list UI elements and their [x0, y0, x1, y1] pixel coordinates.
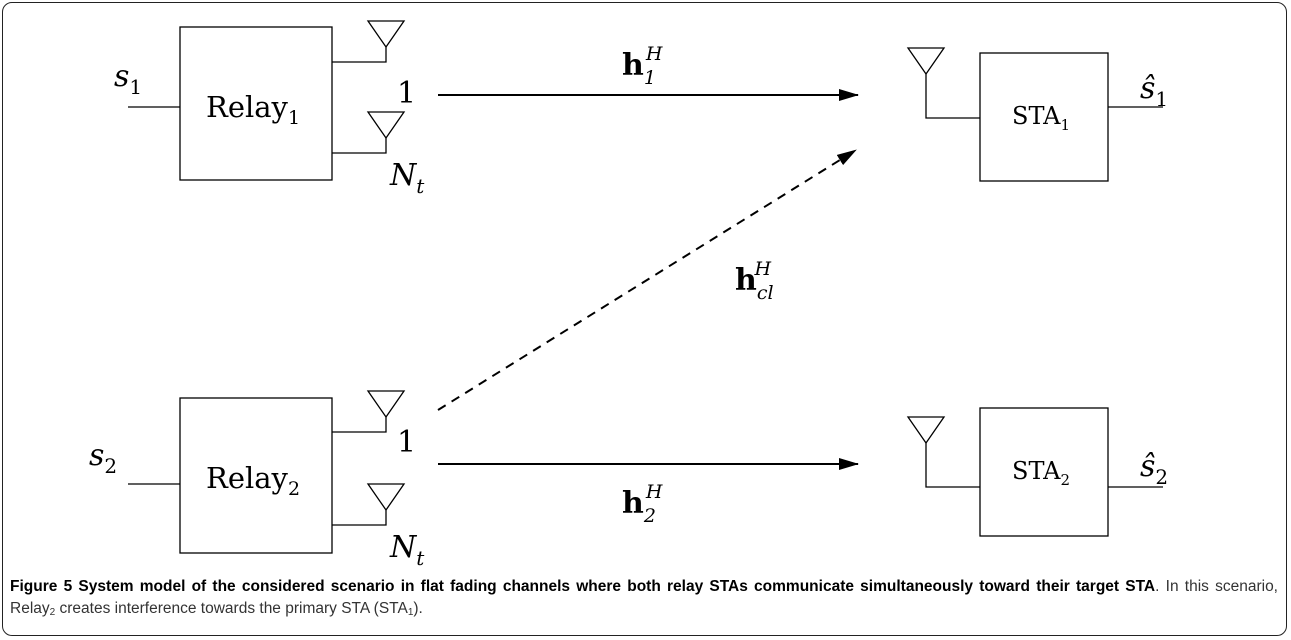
antenna-icon: [332, 111, 406, 154]
interference-arrow: [437, 149, 857, 411]
figure-caption: Figure 5 System model of the considered …: [10, 576, 1278, 624]
input-symbol-2: s2: [89, 438, 117, 478]
relay-1-label: Relay1: [206, 90, 300, 129]
caption-sub-2: 1: [407, 607, 414, 618]
figure-title: System model of the considered scenario …: [78, 578, 1156, 595]
antenna-icon: [906, 47, 980, 119]
antenna-label-1: 1: [397, 76, 416, 111]
caption-sub-1: 2: [49, 607, 56, 618]
caption-text-before: . In this scenario, Relay: [10, 578, 1278, 617]
caption-text-middle: creates interference towards the primary…: [55, 600, 408, 617]
sta-2-label: STA2: [1012, 457, 1070, 489]
antenna-icon: [906, 416, 980, 488]
system-model-diagram: s1 Relay1 1 Nt h1H STA1: [89, 20, 1168, 570]
antenna-icon: [332, 20, 406, 63]
input-symbol-1: s1: [114, 59, 142, 99]
relay-2-chain: s2 Relay2 1 Nt h2H STA2: [89, 390, 1168, 570]
figure-label: Figure 5: [10, 578, 73, 595]
interference-channel-label: hclH: [735, 258, 774, 304]
antenna-label-nt: Nt: [389, 158, 425, 198]
output-symbol-2: ŝ2: [1140, 449, 1168, 489]
channel-label-2: h2H: [622, 481, 663, 527]
caption-text-after: ).: [413, 600, 423, 617]
relay-1-chain: s1 Relay1 1 Nt h1H STA1: [114, 20, 1168, 198]
antenna-icon: [332, 390, 406, 433]
antenna-icon: [332, 483, 406, 526]
channel-label-1: h1H: [622, 43, 663, 89]
antenna-label-nt: Nt: [389, 530, 425, 570]
sta-1-label: STA1: [1012, 102, 1070, 134]
antenna-label-1: 1: [397, 425, 416, 460]
sta-2-box: [979, 407, 1109, 537]
relay-2-box: [179, 397, 333, 554]
output-symbol-1: ŝ1: [1140, 71, 1168, 111]
sta-1-box: [979, 52, 1109, 182]
relay-2-label: Relay2: [206, 461, 300, 500]
relay-1-box: [179, 26, 333, 181]
